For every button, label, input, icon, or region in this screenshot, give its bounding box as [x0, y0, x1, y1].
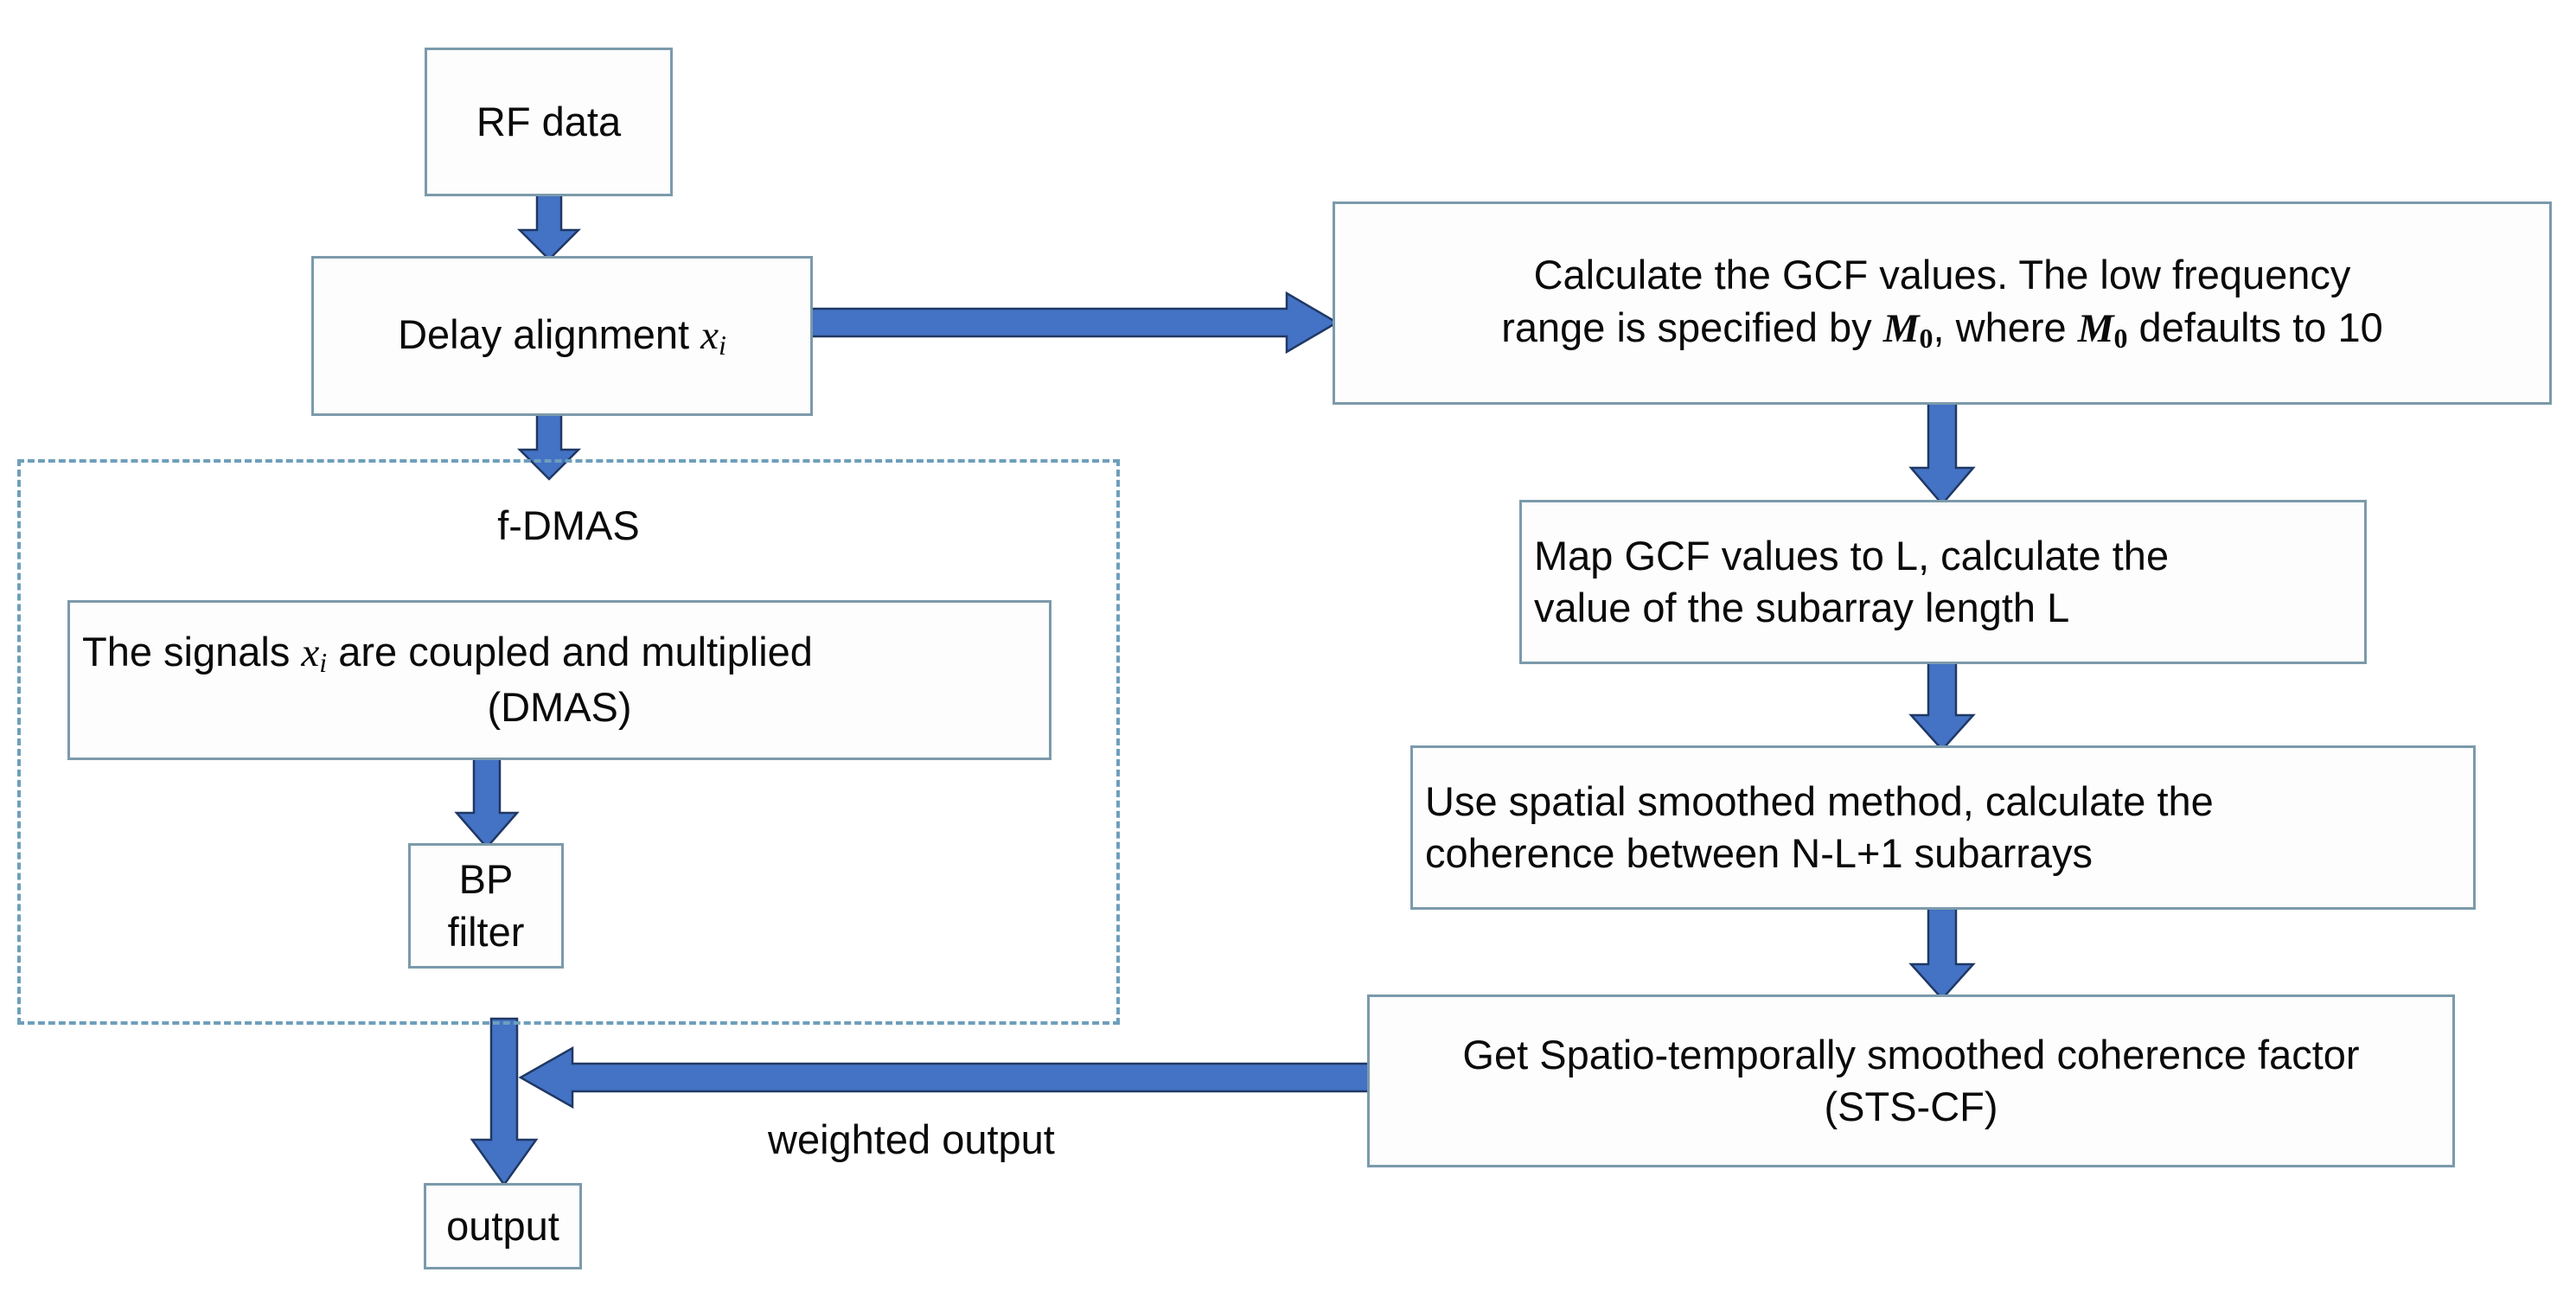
fdmas-group-title: f-DMAS	[497, 502, 640, 548]
node-rf-data[interactable]: RF data	[425, 48, 673, 196]
delay-alignment-prefix: Delay alignment	[398, 310, 701, 357]
gcf-line-1: Calculate the GCF values. The low freque…	[1533, 252, 2351, 298]
node-calculate-gcf[interactable]: Calculate the GCF values. The low freque…	[1333, 201, 2552, 405]
arrow-sts-cf-weighted-output	[518, 1045, 1377, 1110]
gcf-variable-m0-first: M0	[1882, 305, 1934, 354]
node-output-label: output	[446, 1202, 559, 1249]
node-map-gcf-values-label: Map GCF values to L, calculate the value …	[1534, 530, 2352, 634]
dmas-variable: xi	[301, 630, 328, 679]
node-spatial-smoothed-method-label: Use spatial smoothed method, calculate t…	[1425, 776, 2461, 879]
gcf-line-2-part-1: range is specified by	[1501, 304, 1883, 350]
sts-cf-line-2: (STS-CF)	[1824, 1084, 1998, 1129]
node-dmas-coupling[interactable]: The signals xi are coupled and multiplie…	[67, 600, 1051, 760]
gcf-variable-m0-second: M0	[2077, 305, 2128, 354]
gcf-line-2-part-2: , where	[1933, 304, 2078, 350]
spatial-line-2: coherence between N-L+1 subarrays	[1425, 830, 2093, 876]
node-map-gcf-values[interactable]: Map GCF values to L, calculate the value …	[1519, 500, 2367, 664]
node-delay-alignment[interactable]: Delay alignment xi	[311, 256, 813, 416]
map-gcf-line-2: value of the subarray length L	[1534, 585, 2070, 630]
edge-label-weighted-output: weighted output	[768, 1116, 1055, 1162]
node-bp-filter[interactable]: BP filter	[408, 843, 564, 969]
node-output[interactable]: output	[424, 1183, 582, 1269]
arrow-delay-alignment-to-gcf	[808, 291, 1340, 355]
dmas-line-1: The signals xi are coupled and multiplie…	[82, 629, 813, 679]
node-dmas-coupling-label: The signals xi are coupled and multiplie…	[82, 626, 1037, 733]
node-spatial-smoothed-method[interactable]: Use spatial smoothed method, calculate t…	[1410, 745, 2476, 910]
spatial-line-1: Use spatial smoothed method, calculate t…	[1425, 777, 2214, 824]
node-sts-cf[interactable]: Get Spatio-temporally smoothed coherence…	[1367, 994, 2455, 1167]
gcf-line-2-part-3: defaults to 10	[2127, 304, 2383, 350]
arrow-spatial-smoothed-to-sts-cf	[1897, 904, 1987, 1001]
node-rf-data-label: RF data	[476, 98, 622, 144]
arrow-fdmas-to-output	[467, 1017, 557, 1187]
arrow-dmas-to-bp-filter	[443, 754, 533, 849]
fdmas-group-container	[17, 459, 1120, 1025]
dmas-line-2: (DMAS)	[487, 684, 632, 731]
node-delay-alignment-label: Delay alignment xi	[326, 309, 798, 364]
arrow-rf-data-to-delay-alignment	[504, 190, 594, 261]
map-gcf-line-1: Map GCF values to L, calculate the	[1534, 532, 2170, 579]
delay-alignment-variable: xi	[700, 312, 726, 361]
arrow-gcf-to-map-gcf	[1897, 399, 1987, 506]
node-calculate-gcf-label: Calculate the GCF values. The low freque…	[1347, 249, 2537, 356]
node-bp-filter-label: BP filter	[447, 856, 525, 955]
sts-cf-line-1: Get Spatio-temporally smoothed coherence…	[1462, 1031, 2360, 1077]
arrow-map-gcf-to-spatial-smoothed	[1897, 658, 1987, 751]
node-sts-cf-label: Get Spatio-temporally smoothed coherence…	[1382, 1029, 2440, 1133]
